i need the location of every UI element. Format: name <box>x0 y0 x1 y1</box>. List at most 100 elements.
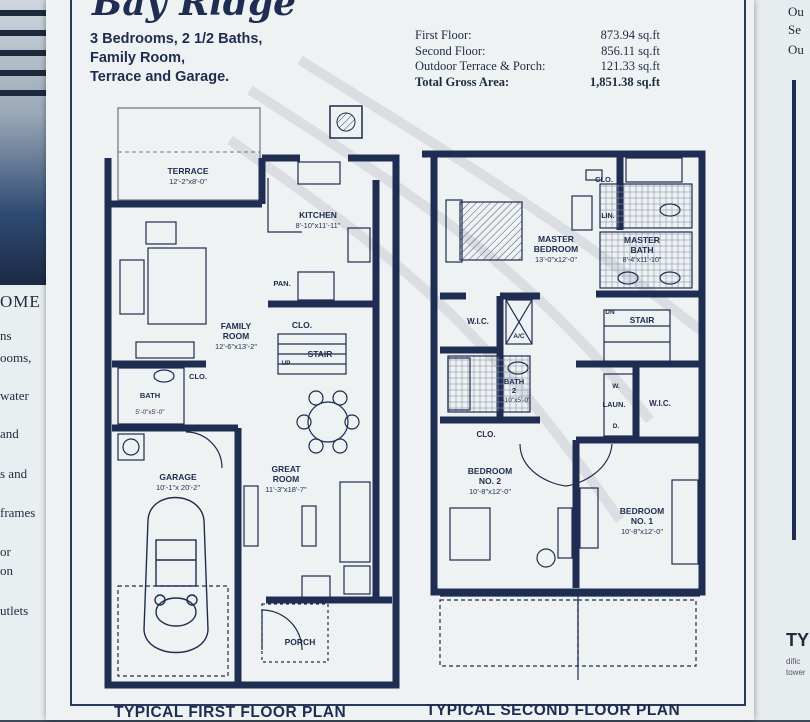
kitchen-label: KITCHEN <box>299 210 337 220</box>
terrace-label: TERRACE <box>167 166 208 176</box>
area-row: Outdoor Terrace & Porch:121.33 sq.ft <box>415 59 660 75</box>
up-label: UP <box>281 360 291 367</box>
bedroom-2-number: NO. 2 <box>479 476 501 486</box>
family-size: 12'-6"x13'-2" <box>215 342 257 351</box>
master-bedroom-size: 13'-0"x12'-0" <box>535 255 577 264</box>
left-line: frames <box>0 505 36 520</box>
feature-line: Family Room, <box>90 50 186 66</box>
master-bath-label-2: BATH <box>631 245 654 255</box>
first-stair-label: STAIR <box>308 349 333 359</box>
model-script-title: Bay Ridge <box>92 0 297 24</box>
right-plan-wall <box>792 80 796 540</box>
left-line: utlets <box>0 603 29 618</box>
master-bath-size: 8'-4"x11'-10" <box>623 257 662 264</box>
bedroom-1-size: 10'-8"x12'-0" <box>621 527 663 536</box>
down-label: DN <box>605 309 615 316</box>
left-line: ooms, <box>0 350 32 365</box>
left-background-brochure: OME ns ooms, water and s and frames or o… <box>0 0 48 720</box>
first-floor-plan: TERRACE 12'-2"x8'-0" KITCHEN 8'-10"x11'-… <box>104 105 400 689</box>
wic-label: W.I.C. <box>467 317 489 326</box>
master-bath-label: MASTER <box>624 235 660 245</box>
left-line: on <box>0 563 13 578</box>
area-label: Total Gross Area: <box>415 74 510 89</box>
area-row: Second Floor: 856.11 sq.ft <box>415 44 660 60</box>
first-floor-caption: TYPICAL FIRST FLOOR PLAN <box>114 704 347 721</box>
shirt-stripe <box>0 90 48 96</box>
second-floor-details <box>439 157 700 680</box>
left-heading: OME <box>0 292 41 311</box>
right-line: Se <box>788 22 801 37</box>
second-floor-walls <box>422 150 706 596</box>
second-floor-plan: CLO. LIN. MASTER BEDROOM 13'-0"x12'-0" M… <box>422 150 706 680</box>
terrace-size: 12'-2"x8'-0" <box>169 177 207 186</box>
right-small-text: tower <box>786 668 806 677</box>
second-stair-label: STAIR <box>630 315 655 325</box>
second-closet-label: CLO. <box>595 175 613 184</box>
bath-2-size: 7'-10"x5'-0" <box>498 397 531 404</box>
first-floor-walls <box>104 154 400 689</box>
terrace-outline <box>117 107 261 201</box>
right-small-text: dific <box>786 657 801 666</box>
area-label: First Floor: <box>415 28 472 42</box>
bath-2-label: BATH <box>504 377 524 386</box>
watermark-texture <box>227 55 704 523</box>
great-room-label: GREAT <box>271 464 301 474</box>
ac-label: A/C <box>513 333 525 340</box>
master-bedroom-label: MASTER <box>538 234 574 244</box>
second-floor-caption: TYPICAL SECOND FLOOR PLAN <box>426 702 681 719</box>
shirt-stripe <box>0 50 48 56</box>
area-value: 1,851.38 sq.ft <box>589 74 660 89</box>
left-line: s and <box>0 466 28 481</box>
family-label-2: ROOM <box>223 331 249 341</box>
area-label: Second Floor: <box>415 43 486 58</box>
closet-mid-label: CLO. <box>476 430 495 439</box>
shirt-stripe <box>0 10 48 16</box>
first-floor-details <box>117 161 371 677</box>
shirt-stripe <box>0 70 48 76</box>
garage-label: GARAGE <box>159 472 197 482</box>
bedroom-2-size: 10'-8"x12'-0" <box>469 487 511 496</box>
bedroom-1-number: NO. 1 <box>631 516 653 526</box>
half-bath-size: 5'-0"x5'-0" <box>135 409 165 416</box>
area-value: 873.94 sq.ft <box>600 28 660 42</box>
bath-closet-label: CLO. <box>189 372 207 381</box>
feature-list: 3 Bedrooms, 2 1/2 Baths, Family Room, Te… <box>90 30 262 87</box>
great-room-size: 11'-3"x18'-7" <box>265 485 307 494</box>
master-bedroom-label-2: BEDROOM <box>534 244 578 254</box>
wic-2-label: W.I.C. <box>649 399 671 408</box>
shirt-stripe <box>0 30 48 36</box>
area-value: 121.33 sq.ft <box>600 59 660 73</box>
right-line: Ou <box>788 42 804 57</box>
laundry-label: LAUN. <box>603 400 626 409</box>
bath-2-number: 2 <box>512 386 516 395</box>
fan-icon <box>336 112 356 132</box>
stair-closet-label: CLO. <box>292 320 312 330</box>
feature-line: Terrace and Garage. <box>90 69 230 85</box>
kitchen-size: 8'-10"x11'-11" <box>295 221 340 230</box>
right-line: Ou <box>788 4 804 19</box>
bedroom-2-label: BEDROOM <box>468 466 512 476</box>
area-table: First Floor: 873.94 sq.ft Second Floor: 85… <box>415 28 660 90</box>
dryer-label: D. <box>613 423 620 430</box>
area-row-total: Total Gross Area: 1,851.38 sq.ft <box>415 75 660 91</box>
area-row: First Floor: 873.94 sq.ft <box>415 28 660 44</box>
ac-unit <box>329 105 363 139</box>
left-line: and <box>0 426 19 441</box>
great-room-label-2: ROOM <box>273 474 299 484</box>
car-icon <box>143 496 209 654</box>
bedroom-1-label: BEDROOM <box>620 506 664 516</box>
left-line: ns <box>0 328 12 343</box>
right-caption: TY <box>786 630 810 650</box>
porch-label: PORCH <box>285 637 316 647</box>
family-label: FAMILY <box>221 321 252 331</box>
left-line: water <box>0 388 29 403</box>
feature-line: 3 Bedrooms, 2 1/2 Baths, <box>90 31 263 47</box>
washer-label: W. <box>612 383 620 390</box>
left-line: or <box>0 544 11 559</box>
linen-label: LIN. <box>601 213 614 220</box>
garage-size: 10'-1"x 20'-2" <box>156 483 200 492</box>
first-floor-labels: TERRACE 12'-2"x8'-0" KITCHEN 8'-10"x11'-… <box>135 166 340 647</box>
half-bath-label: BATH <box>140 391 160 400</box>
area-value: 856.11 sq.ft <box>601 43 660 58</box>
